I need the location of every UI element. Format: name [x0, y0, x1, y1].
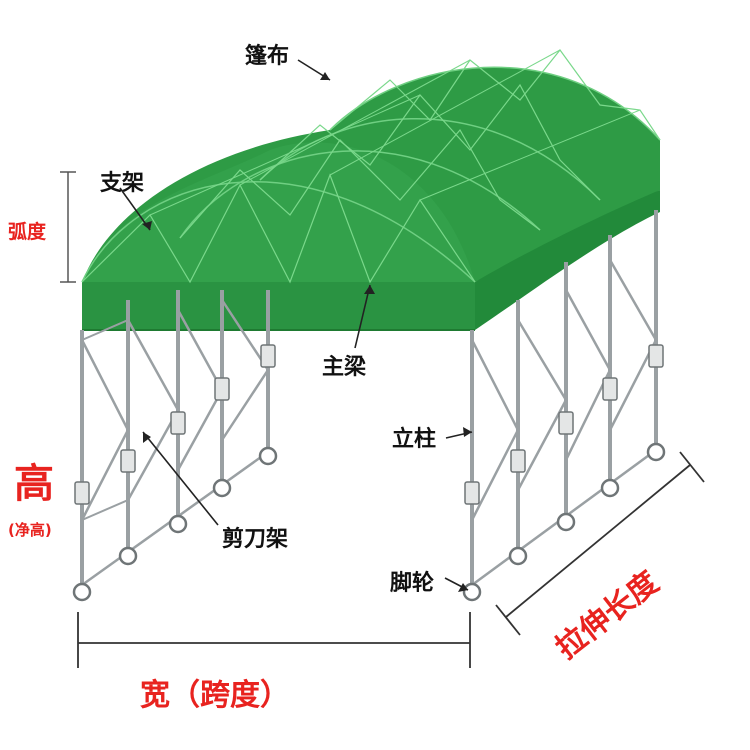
label-width-span: 宽（跨度）: [140, 678, 290, 713]
leader-arrowheads: [142, 72, 472, 592]
arc-height-dimension: [60, 171, 76, 283]
width-dimension: [77, 612, 471, 668]
leg-joints: [74, 344, 664, 505]
label-column: 立柱: [392, 426, 436, 452]
stretch-length-dimension: [495, 451, 705, 636]
label-bracket: 支架: [100, 170, 144, 196]
label-canopy: 篷布: [245, 43, 289, 69]
label-stretch-length: 拉伸长度: [549, 565, 665, 666]
label-caster: 脚轮: [390, 570, 434, 596]
canopy: [81, 49, 661, 331]
label-main-beam: 主梁: [322, 355, 366, 380]
label-clear-height: (净高): [8, 521, 52, 539]
label-arc-height: 弧度: [8, 220, 47, 243]
label-scissor-frame: 剪刀架: [222, 526, 288, 552]
label-height: 高: [14, 461, 54, 507]
casters: [72, 442, 666, 602]
